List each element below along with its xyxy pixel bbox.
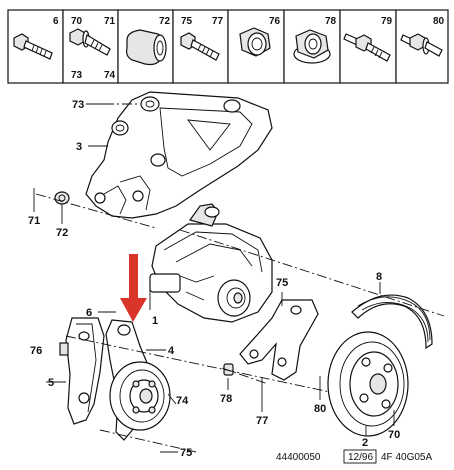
callout-6: 6: [86, 307, 92, 319]
callout-4: 4: [168, 345, 175, 357]
callout-5: 5: [48, 377, 54, 389]
callout-leaders: [33, 103, 395, 453]
parts-cell-label: 76: [269, 16, 281, 27]
callout-74: 74: [176, 395, 189, 407]
callout-2: 2: [362, 437, 368, 449]
bolt-icon: [13, 33, 53, 60]
spacer-72: [54, 191, 70, 205]
flanged-bolt-icon: [69, 28, 111, 56]
callout-1: 1: [152, 315, 158, 327]
upper-bracket: [85, 91, 273, 219]
parts-cell-label: 78: [325, 16, 337, 27]
parts-cell-label: 6: [53, 16, 59, 27]
reference-date: 12/96: [348, 452, 373, 463]
parts-cell-label: 72: [159, 16, 171, 27]
callout-71: 71: [28, 215, 40, 227]
callout-72: 72: [56, 227, 68, 239]
nut-78: [223, 363, 234, 376]
lower-bracket-5: [65, 317, 105, 425]
shouldered-bolt-icon: [400, 33, 443, 57]
red-pointer-arrow: [120, 254, 147, 322]
parts-cell-label: 70: [71, 16, 83, 27]
stud-76: [59, 342, 69, 356]
spacer-sleeve-icon: [125, 29, 167, 66]
hex-nut-icon: [239, 27, 271, 57]
parts-cell-label: 74: [104, 70, 116, 81]
callout-80: 80: [314, 403, 326, 415]
power-steering-pump: [149, 203, 273, 323]
crank-pulley: [327, 331, 409, 437]
pump-pulley: [109, 361, 171, 431]
bolt-icon: [180, 32, 220, 61]
reference-code: 4F 40G05A: [381, 452, 432, 463]
parts-cell-label: 71: [104, 16, 116, 27]
parts-cell-label: 75: [181, 16, 193, 27]
callout-73: 73: [72, 99, 84, 111]
callout-75-upper: 75: [276, 277, 288, 289]
reference-number: 44400050: [276, 452, 321, 463]
callout-77: 77: [256, 415, 268, 427]
stud-bolt-icon: [343, 33, 391, 62]
callout-75-lower: 75: [180, 447, 192, 459]
callout-70: 70: [388, 429, 400, 441]
parts-cell-label: 73: [71, 70, 83, 81]
callout-76: 76: [30, 345, 42, 357]
parts-cell-80: [395, 9, 449, 84]
callout-8: 8: [376, 271, 382, 283]
parts-cell-label: 79: [381, 16, 393, 27]
parts-strip: 6 70 71 73 74 72 75 77 76 78 79 80: [7, 9, 449, 84]
drive-belt: [351, 294, 433, 350]
footer-reference: 44400050 12/96 4F 40G05A: [276, 449, 432, 464]
date-box: [343, 449, 377, 464]
callout-3: 3: [76, 141, 82, 153]
flanged-nut-icon: [293, 29, 331, 64]
callouts: 73 3 71 72 1 6 4 76 5 74 75 75 8 78 77 8…: [28, 99, 400, 459]
callout-78: 78: [220, 393, 232, 405]
parts-cell-label: 77: [212, 16, 224, 27]
right-bracket: [239, 299, 319, 381]
parts-cell-label: 80: [433, 16, 445, 27]
